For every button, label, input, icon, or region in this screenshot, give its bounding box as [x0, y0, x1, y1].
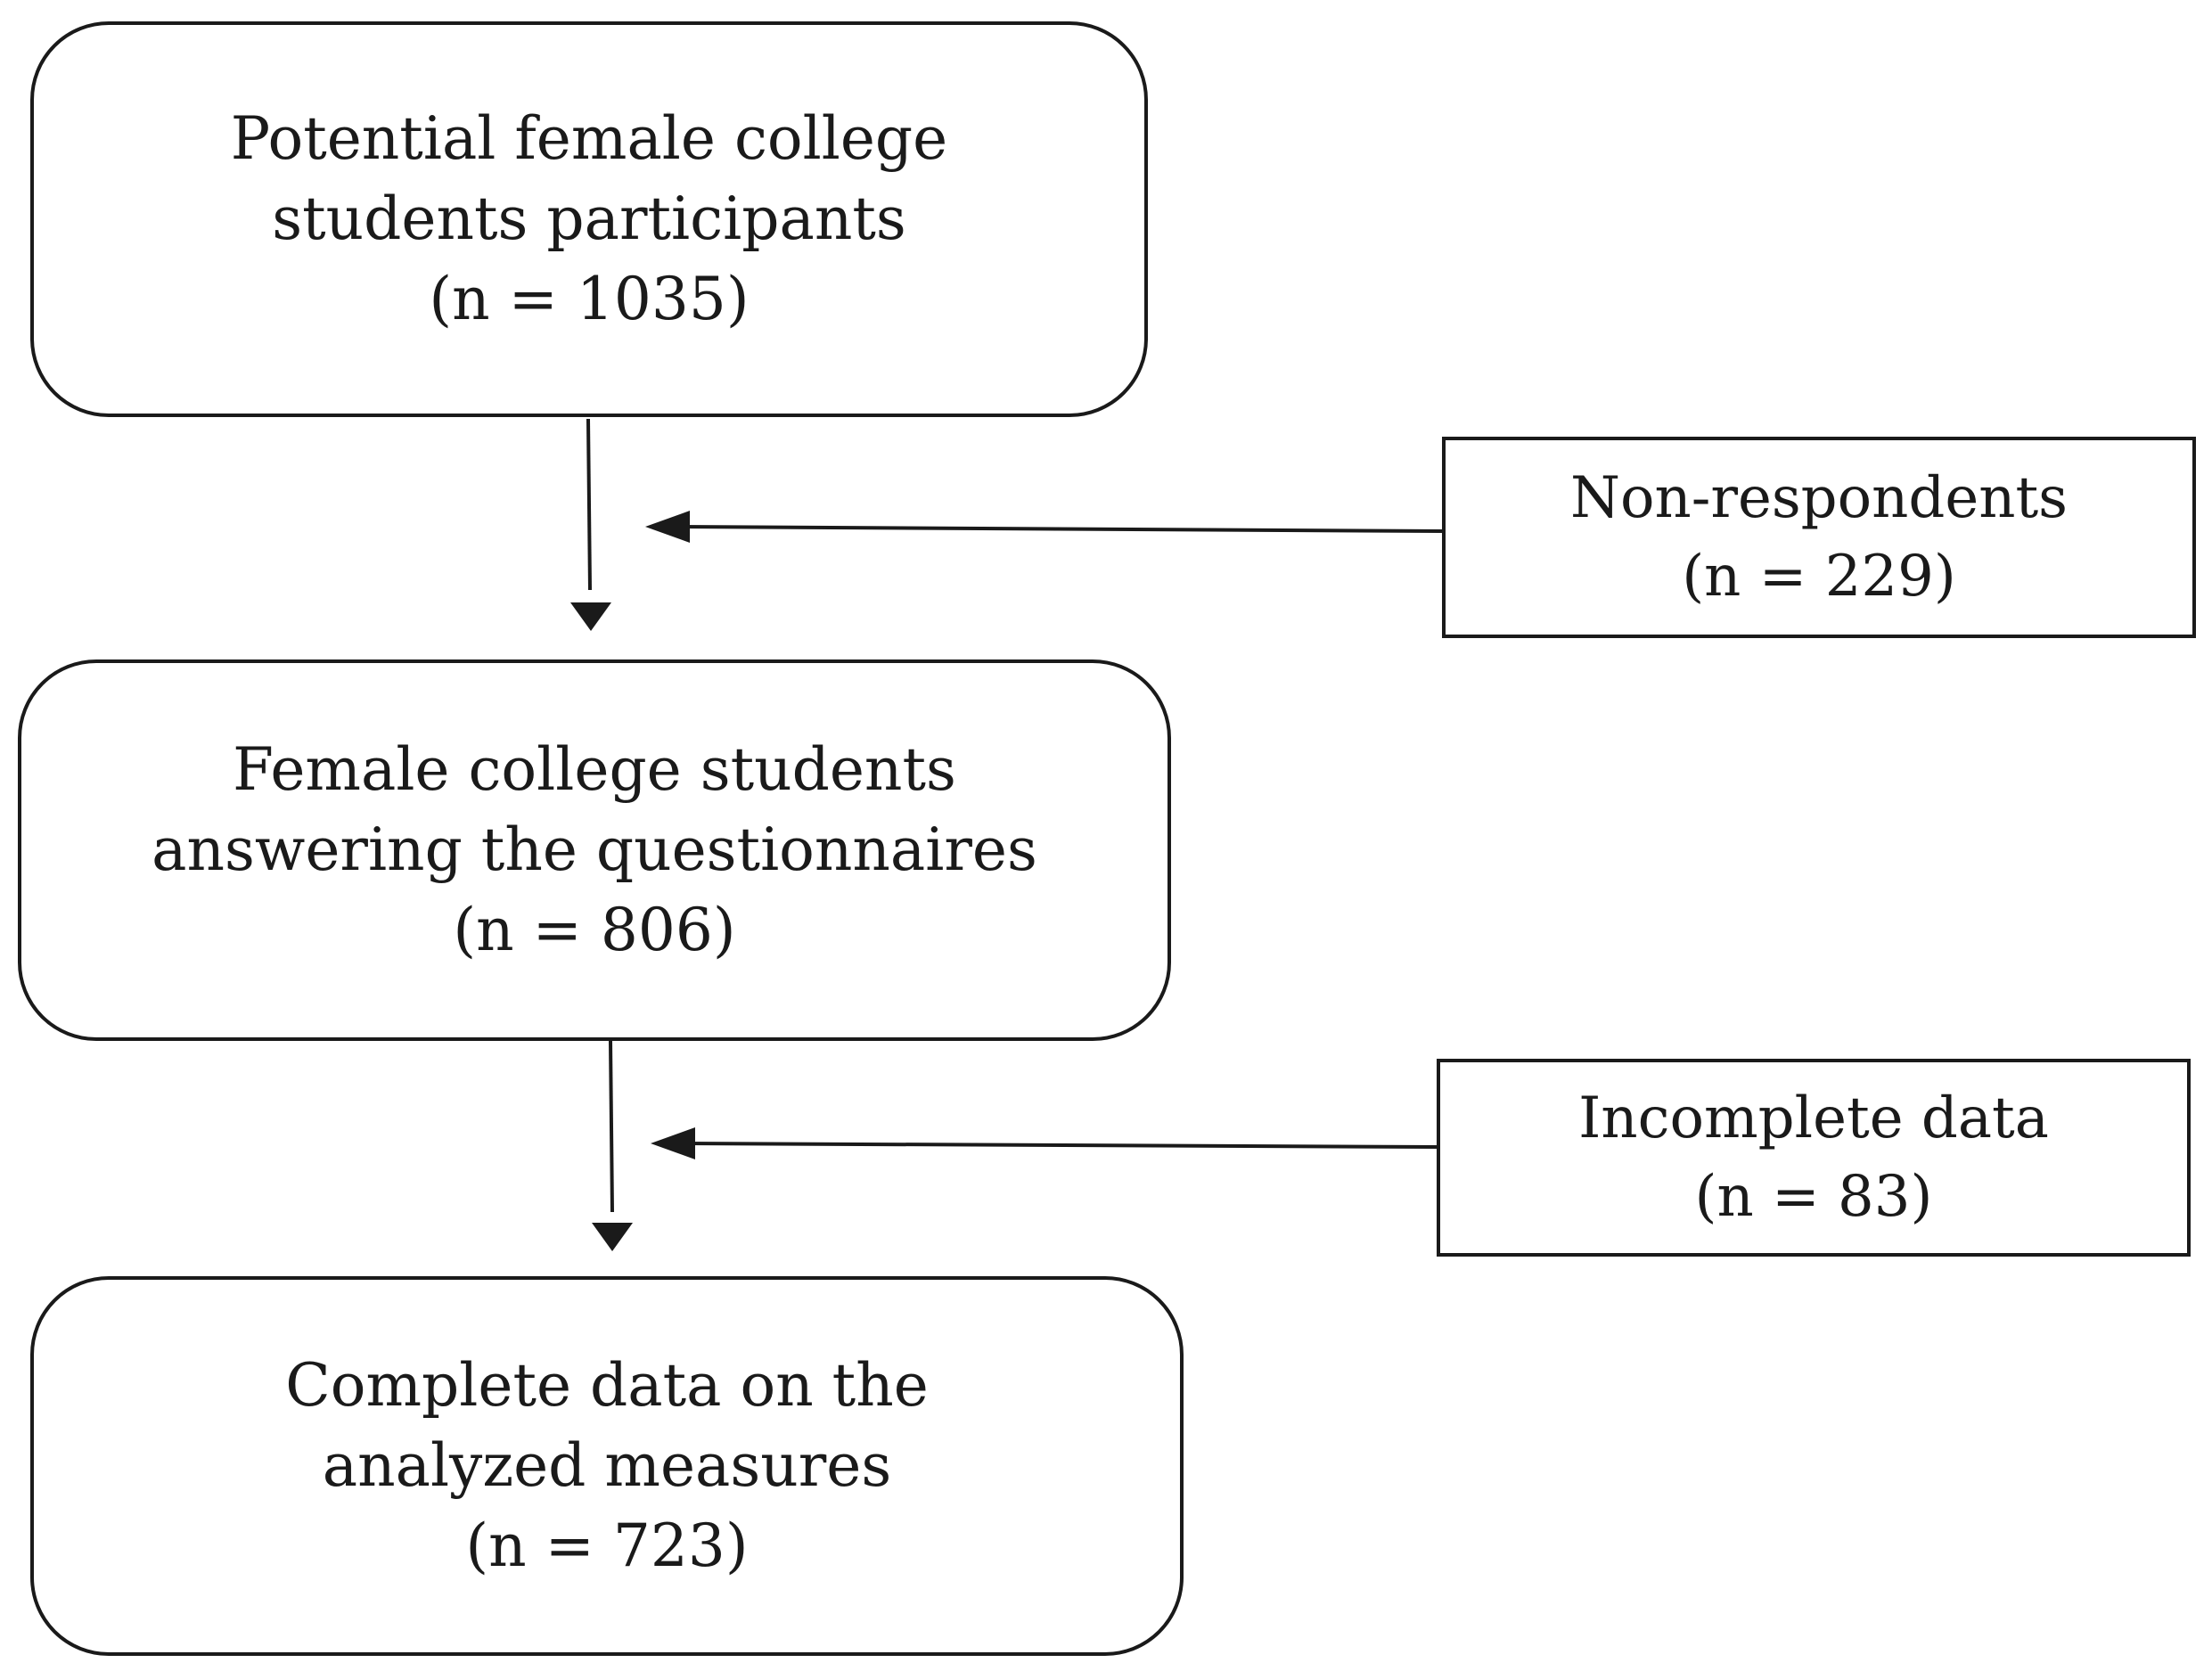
node-potential-participants: Potential female college students partic… — [30, 21, 1148, 417]
node-potential-count: (n = 1035) — [429, 265, 750, 333]
node-non-respondents-count: (n = 229) — [1682, 544, 1956, 610]
node-complete-line-2: analyzed measures — [322, 1431, 892, 1500]
node-answering-count: (n = 806) — [453, 896, 736, 964]
exclusion-arrow-2-head — [651, 1127, 695, 1159]
node-incomplete-label: Incomplete data — [1578, 1085, 2049, 1151]
node-complete-line-1: Complete data on the — [285, 1351, 929, 1420]
node-incomplete-data: Incomplete data (n = 83) — [1437, 1059, 2191, 1257]
flow-arrow-2-line — [609, 1040, 614, 1213]
exclusion-arrow-1-head — [645, 511, 690, 543]
node-non-respondents-label: Non-respondents — [1569, 465, 2069, 531]
flow-arrow-1-line — [586, 418, 592, 591]
exclusion-arrow-2-line — [681, 1142, 1438, 1149]
node-answering-line-2: answering the questionnaires — [152, 815, 1037, 884]
node-answering-line-1: Female college students — [233, 735, 956, 804]
node-answering-questionnaires: Female college students answering the qu… — [18, 659, 1171, 1041]
node-complete-count: (n = 723) — [465, 1511, 749, 1580]
node-complete-data: Complete data on the analyzed measures (… — [30, 1276, 1184, 1656]
node-potential-line-1: Potential female college — [230, 104, 948, 173]
flow-arrow-2-head — [592, 1223, 633, 1251]
exclusion-arrow-1-line — [676, 525, 1443, 533]
node-potential-line-2: students participants — [272, 184, 906, 253]
node-incomplete-count: (n = 83) — [1694, 1164, 1933, 1230]
node-non-respondents: Non-respondents (n = 229) — [1442, 437, 2196, 638]
flow-arrow-1-head — [570, 602, 611, 631]
